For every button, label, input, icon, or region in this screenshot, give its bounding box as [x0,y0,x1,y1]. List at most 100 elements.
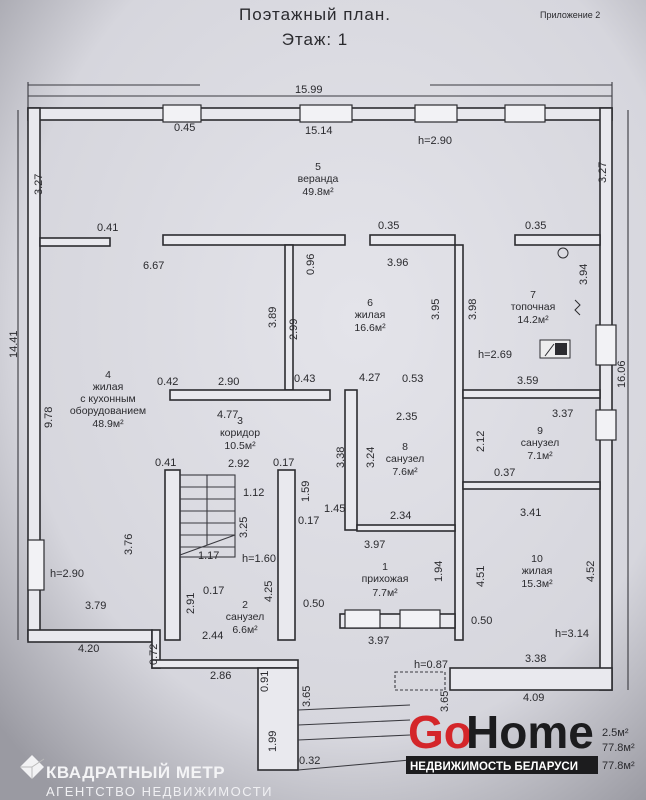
dimension-label: 0.35 [525,220,546,232]
boiler-icon [539,247,581,359]
room-8[interactable]: 8 санузел 7.6м² [386,441,424,478]
dimension-label: 0.96 [305,254,317,275]
room-number: 9 [537,425,543,437]
dimension-label: 1.59 [300,481,312,502]
room-number: 8 [402,441,408,453]
room-6[interactable]: 6 жилая 16.6м² [354,297,386,334]
dimension-label: 0.50 [471,615,492,627]
dimension-label: h=2.90 [418,135,452,147]
dimension-label: 3.59 [517,375,538,387]
dimension-label: 2.86 [210,670,231,682]
dimension-label: h=2.90 [50,568,84,580]
room-name: коридор [220,427,260,439]
dimension-label: 3.24 [365,447,377,468]
dimension-label: 15.99 [295,84,323,96]
room-name: санузел [521,437,559,449]
room-number: 5 [315,161,321,173]
dimension-label: 2.92 [228,458,249,470]
dimension-label: 0.41 [155,457,176,469]
dimension-label: 0.32 [299,755,320,767]
room-10[interactable]: 10 жилая 15.3м² [521,553,553,590]
dimension-label: 0.50 [303,598,324,610]
dimension-label: 0.17 [298,515,319,527]
gohome-logo-subtitle: НЕДВИЖИМОСТЬ БЕЛАРУСИ [410,761,578,773]
room-number: 7 [530,289,536,301]
dimension-label: 4.27 [359,372,380,384]
dimension-label: 3.37 [552,408,573,420]
kvadratny-metr-watermark: КВАДРАТНЫЙ МЕТР АГЕНТСТВО НЕДВИЖИМОСТИ [20,755,271,799]
dimension-label: 3.27 [33,174,45,195]
dimension-label: 3.79 [85,600,106,612]
room-2[interactable]: 2 санузел 6.6м² [226,599,264,636]
dimension-label: 1.17 [198,550,219,562]
room-area: 7.6м² [392,466,418,478]
room-5[interactable]: 5 веранда 49.8м² [298,161,339,198]
room-area: 48.9м² [92,418,124,430]
room-name: жилая [522,565,553,577]
porch-steps [297,671,446,771]
dimension-label: 0.43 [294,373,315,385]
dimension-label: 4.25 [263,581,275,602]
dimension-label: 3.97 [368,635,389,647]
dimension-label: 3.38 [525,653,546,665]
dimension-label: 0.72 [148,644,160,665]
dimension-label: 0.53 [402,373,423,385]
dimension-label: 2.35 [396,411,417,423]
dimension-label: 2.90 [218,376,239,388]
dimension-label: 14.41 [8,330,20,358]
staircase [179,474,236,558]
dimension-label: 0.42 [157,376,178,388]
dimension-label: 0.37 [494,467,515,479]
room-number: 4 [105,369,111,381]
dimension-label: h=1.60 [242,553,276,565]
room-area: 7.7м² [372,587,398,599]
dimension-label: 2.34 [390,510,411,522]
cube-logo-icon [20,755,45,779]
room-name-line2: с кухонным [80,393,135,405]
gohome-watermark: Go Home НЕДВИЖИМОСТЬ БЕЛАРУСИ [406,706,598,774]
room-area: 14.2м² [517,314,549,326]
room-number: 1 [382,561,388,573]
dimension-label: 0.35 [378,220,399,232]
gohome-logo-go: Go [408,706,472,758]
dimension-label: 0.91 [259,671,271,692]
dimension-label: 1.12 [243,487,264,499]
dimension-label: 3.97 [364,539,385,551]
dimension-label: 2.12 [475,431,487,452]
room-9[interactable]: 9 санузел 7.1м² [521,425,559,462]
dimension-label: 3.25 [238,517,250,538]
room-number: 2 [242,599,248,611]
area-totals: 2.5м² 77.8м² 77.8м² [602,727,635,772]
dimension-label: 3.38 [335,447,347,468]
room-1[interactable]: 1 прихожая 7.7м² [362,561,409,599]
room-name: санузел [226,611,264,623]
dimension-label: 15.14 [305,125,333,137]
room-area: 16.6м² [354,322,386,334]
dimension-lines [17,82,629,690]
room-name: топочная [511,301,556,313]
dimension-label: 4.51 [475,566,487,587]
dimension-label: 4.52 [585,561,597,582]
room-area: 49.8м² [302,186,334,198]
dimension-label: 1.45 [324,503,345,515]
dimension-labels: 15.99 0.45 15.14 h=2.90 3.27 3.27 0.41 0… [8,84,628,767]
floor-label: Этаж: 1 [282,30,349,49]
total-area: 2.5м² [602,727,629,739]
dimension-label: 0.41 [97,222,118,234]
room-3[interactable]: 3 коридор 10.5м² [220,415,260,452]
dimension-label: h=2.69 [478,349,512,361]
room-area: 10.5м² [224,440,256,452]
dimension-label: 3.98 [467,299,479,320]
dimension-label: 3.27 [597,162,609,183]
dimension-label: 2.91 [185,593,197,614]
room-number: 10 [531,553,543,565]
dimension-label: 4.09 [523,692,544,704]
dimension-label: 0.45 [174,122,195,134]
dimension-label: 3.65 [439,691,451,712]
room-7[interactable]: 7 топочная 14.2м² [511,289,556,326]
room-number: 6 [367,297,373,309]
dimension-label: 2.99 [288,319,300,340]
room-name: жилая [355,309,386,321]
dimension-label: h=0.87 [414,659,448,671]
room-4[interactable]: 4 жилая с кухонным оборудованием 48.9м² [70,369,146,430]
